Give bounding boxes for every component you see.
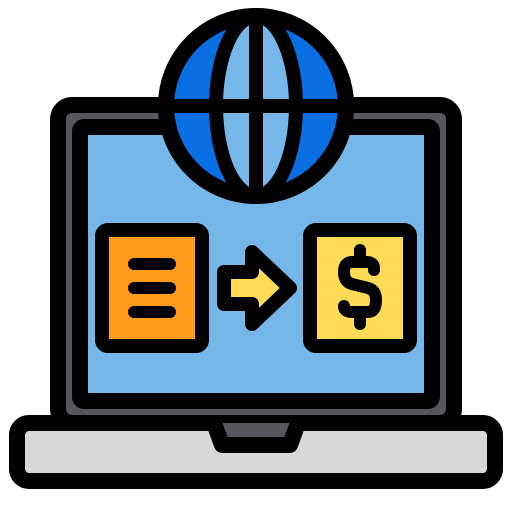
document-icon (95, 223, 209, 353)
dollar-bill-icon (303, 223, 417, 353)
arrow-right-icon (217, 245, 297, 331)
globe-icon (158, 8, 354, 204)
laptop-trackpad-notch (206, 420, 306, 453)
dollar-sign-icon (338, 244, 382, 330)
